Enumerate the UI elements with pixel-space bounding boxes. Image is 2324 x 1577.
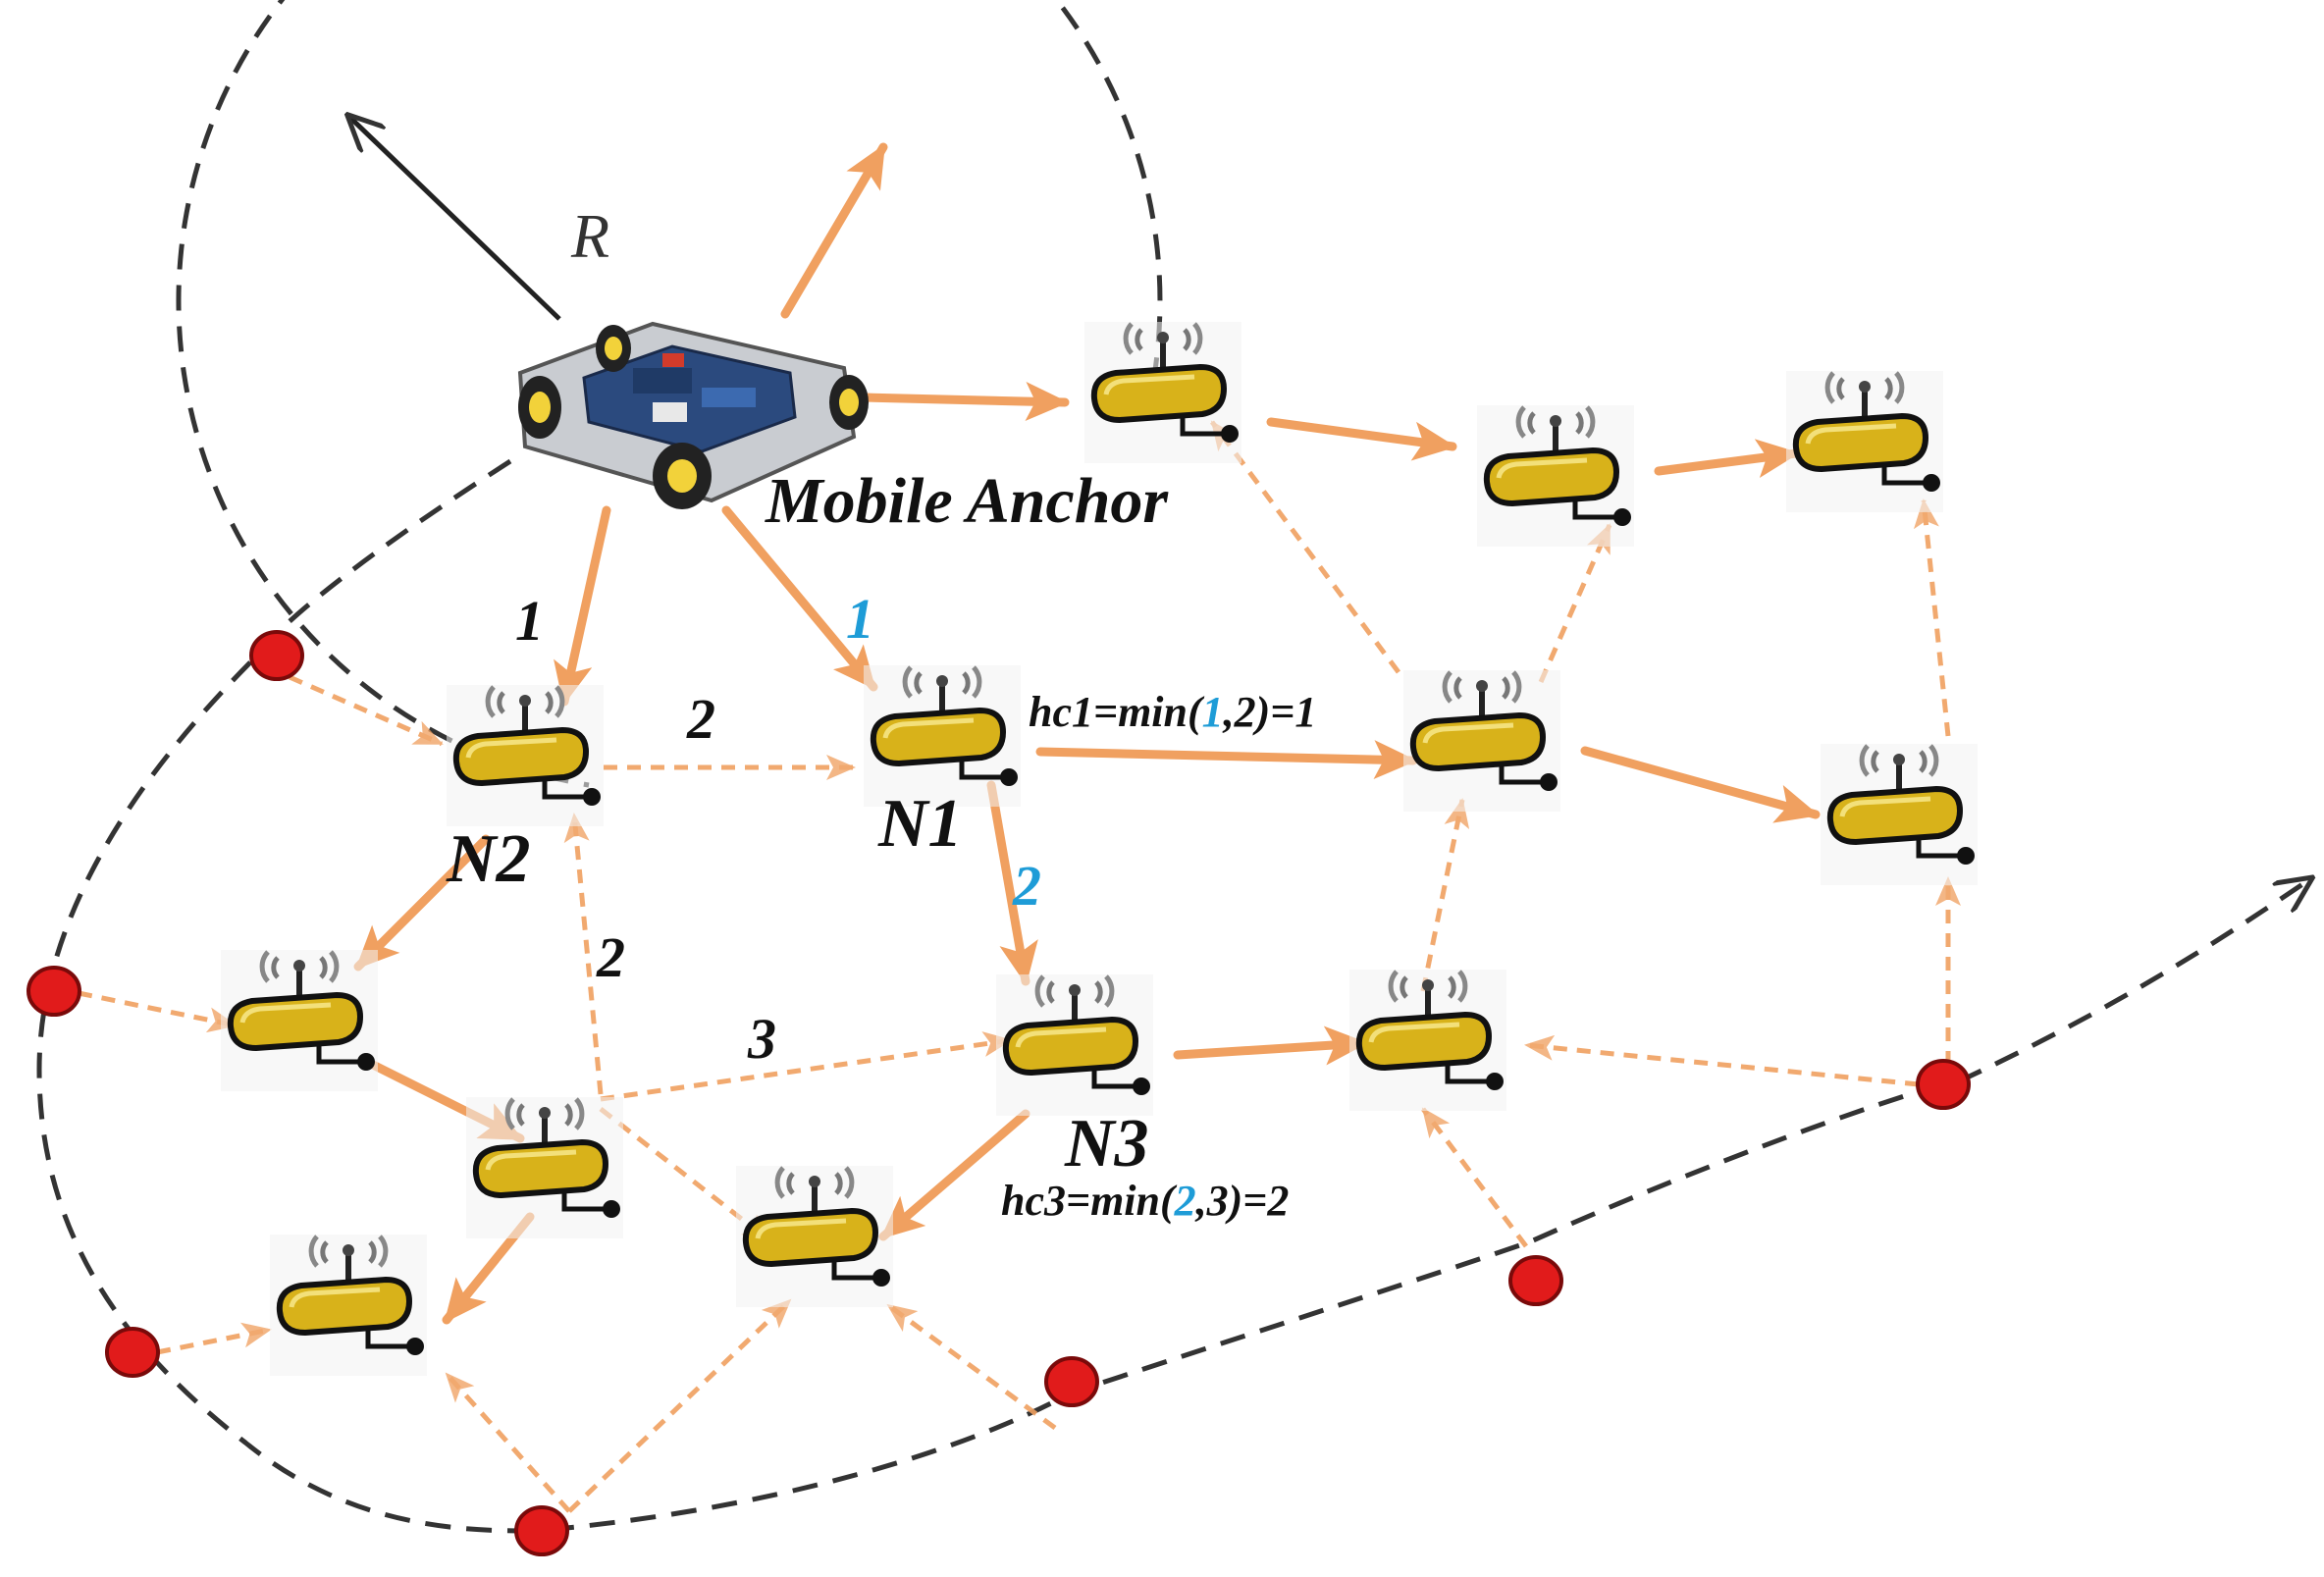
darrow-p1-n2 (288, 674, 444, 747)
arrow-top1-top2 (1266, 417, 1457, 461)
darrow-p3-bottomleft (156, 1322, 272, 1355)
hc1-formula: hc1=min(1,2)=1 (1029, 688, 1316, 736)
anchor-point-icon (249, 630, 304, 681)
arrow-anchor-n2 (554, 505, 611, 707)
arrow-n3-bottomcenter (878, 1109, 1030, 1241)
mobile-anchor-label: Mobile Anchor (765, 465, 1169, 537)
darrow-p5-bottomcenter (886, 1302, 1057, 1431)
hop-label-anchor-n2: 1 (515, 589, 544, 653)
hop-label-bl-n3: 3 (747, 1007, 776, 1071)
darrow-p7-lowmid (1524, 1034, 1920, 1087)
darrow-p2-left (78, 990, 238, 1033)
arrow-mid-right (1580, 746, 1821, 823)
hc1-highlight: 1 (1202, 688, 1224, 736)
wireless-sensor-icon n2-node (447, 685, 604, 826)
arrow-top2-top3 (1654, 439, 1801, 478)
wireless-sensor-icon (466, 1097, 623, 1238)
hc3-suffix: ,3)=2 (1195, 1177, 1290, 1225)
darrow-p4-bottomcenter (567, 1298, 792, 1513)
arrow-n1-mid (1035, 740, 1418, 780)
hc3-prefix: hc3=min( (1001, 1177, 1178, 1225)
anchor-point-icon (26, 966, 81, 1017)
hop-label-n2-n1: 2 (686, 687, 715, 751)
darrow-p4-bottomleft (445, 1372, 571, 1513)
arrow-anchor-n1 (721, 505, 878, 692)
arrow-n1-n3 (986, 780, 1038, 986)
anchor-point-icon (514, 1505, 569, 1556)
hop-label-n1-n3: 2 (1012, 854, 1041, 918)
arrow-anchor-up (780, 142, 888, 319)
darrow-p6-lowmid (1421, 1107, 1528, 1248)
trajectory-path (36, 458, 2311, 1534)
anchor-point-icon (1916, 1059, 1971, 1110)
radius-arrow (348, 116, 561, 321)
wireless-sensor-icon (1786, 371, 1943, 512)
solid-arrows (353, 142, 1821, 1325)
anchor-point-icon (105, 1327, 160, 1378)
wireless-sensor-icon (1821, 744, 1978, 885)
dashed-arrows (78, 420, 1961, 1513)
arrow-anchor-right (859, 382, 1070, 422)
darrow-lowmid-mid (1420, 798, 1470, 992)
hop-label-anchor-n1: 1 (846, 587, 874, 651)
arrow-n2-left (353, 834, 491, 972)
wireless-sensor-icon (1403, 670, 1560, 812)
darrow-bl-bottomcenter (599, 1107, 772, 1243)
wireless-sensor-icon (1349, 970, 1506, 1111)
anchor-point-icon (1044, 1356, 1099, 1407)
wireless-sensor-icon (1084, 322, 1241, 463)
anchor-trajectory (36, 0, 2311, 1534)
darrow-right-top3 (1913, 499, 1951, 737)
wireless-sensor-icon n3-node (996, 974, 1153, 1116)
arrow-n3-lowmid (1173, 1025, 1369, 1066)
hc3-formula: hc3=min(2,3)=2 (1001, 1177, 1289, 1225)
robot-car-icon (517, 321, 869, 509)
wireless-sensor-icon (270, 1235, 427, 1376)
darrow-mid-top1 (1209, 420, 1401, 674)
n3-label: N3 (1064, 1106, 1149, 1182)
n1-label: N1 (877, 786, 963, 862)
wireless-sensor-icon (221, 950, 378, 1091)
n2-label: N2 (446, 821, 531, 897)
wireless-sensor-icon (1477, 405, 1634, 547)
radius-label: R (570, 201, 609, 271)
hop-label-bl-n2: 2 (596, 925, 625, 989)
communication-range-circle (176, 0, 1163, 788)
hc3-highlight: 2 (1174, 1177, 1196, 1225)
anchor-point-icon (1508, 1255, 1563, 1306)
hc1-suffix: ,2)=1 (1223, 688, 1317, 736)
wireless-sensor-icon (736, 1166, 893, 1307)
hc1-prefix: hc1=min( (1029, 688, 1205, 736)
darrow-mid-top2 (1538, 523, 1612, 684)
darrow-bl-n3 (600, 1031, 1013, 1102)
